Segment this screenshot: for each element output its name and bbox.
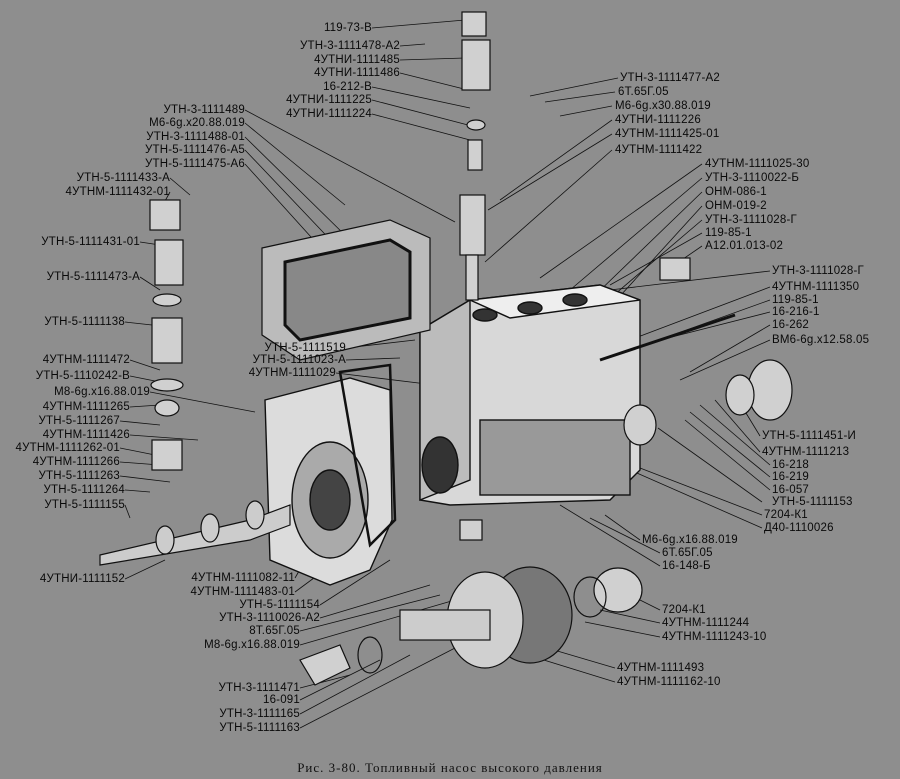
labels_right-label-18: ВМ6-6g.x12.58.05 <box>772 334 870 346</box>
labels_right-label-9: ОНМ-019-2 <box>705 200 767 212</box>
labels_right-label-19: УТН-5-1111451-И <box>762 430 856 442</box>
labels_bottom-label-6: УТН-3-1111471 <box>218 682 300 694</box>
labels_right-label-29: 16-148-Б <box>662 560 711 572</box>
labels_right-label-33: 4УТНМ-1111493 <box>617 662 705 674</box>
labels_right-label-12: А12.01.013-02 <box>705 240 784 252</box>
leader-lines <box>119 19 771 729</box>
right-parts <box>459 257 793 618</box>
labels_right-label-21: 16-218 <box>772 459 810 471</box>
labels_right-label-4: 4УТНМ-1111425-01 <box>615 128 720 140</box>
labels_right-label-31: 4УТНМ-1111244 <box>662 617 750 629</box>
labels_left-label-22: 4УТНМ-1111426 <box>42 429 130 441</box>
labels_left-label-0: 119-73-В <box>323 22 372 34</box>
labels_bottom-label-1: 4УТНМ-1111483-01 <box>190 586 295 598</box>
valve-column <box>459 11 491 301</box>
labels_left-label-16: УТН-5-1111138 <box>44 316 125 328</box>
labels_bottom-label-4: 8Т.65Г.05 <box>249 625 300 637</box>
labels_bottom-label-5: М8-6g.x16.88.019 <box>204 639 300 651</box>
labels_right-label-1: 6Т.65Г.05 <box>618 86 669 98</box>
labels_right-label-5: 4УТНМ-1111422 <box>615 144 703 156</box>
labels_right-label-24: УТН-5-1111153 <box>772 496 853 508</box>
coupling-hub <box>299 566 573 686</box>
labels_left-label-14: УТН-5-1111431-01 <box>41 236 140 248</box>
labels_left-label-8: М6-6g.x20.88.019 <box>149 117 245 129</box>
labels_bottom-label-2: УТН-5-1111154 <box>239 599 320 611</box>
labels_left-label-25: УТН-5-1111263 <box>38 470 120 482</box>
top-cover <box>261 219 431 361</box>
labels_bottom-label-8: УТН-3-1111165 <box>219 708 300 720</box>
labels_left-label-26: УТН-5-1111264 <box>43 484 125 496</box>
figure-caption: Рис. 3-80. Топливный насос высокого давл… <box>297 760 603 775</box>
labels_left-label-13: 4УТНМ-1111432-01 <box>65 186 170 198</box>
camshaft <box>99 500 291 566</box>
labels_right-label-23: 16-057 <box>772 484 810 496</box>
labels_left-label-10: УТН-5-1111476-А5 <box>145 144 245 156</box>
labels_left-label-24: 4УТНМ-1111266 <box>32 456 120 468</box>
labels_right-label-28: 6Т.65Г.05 <box>662 547 713 559</box>
labels_left-label-31: 4УТНМ-1111029 <box>248 367 336 379</box>
labels_left-label-28: 4УТНИ-1111152 <box>39 573 125 585</box>
labels_right-label-10: УТН-3-1111028-Г <box>705 214 797 226</box>
labels_right-label-17: 16-262 <box>772 319 810 331</box>
labels_right-label-16: 16-216-1 <box>772 306 820 318</box>
labels_right-label-0: УТН-3-1111477-А2 <box>620 72 720 84</box>
labels_right-label-20: 4УТНМ-1111213 <box>762 446 850 458</box>
labels_left-label-19: М8-6g.x16.88.019 <box>54 386 150 398</box>
labels_left-label-15: УТН-5-1111473-А <box>46 271 140 283</box>
labels_right-label-26: Д40-1110026 <box>764 522 834 534</box>
labels_left-label-9: УТН-3-1111488-01 <box>146 131 245 143</box>
labels_left-label-4: 16-212-В <box>323 81 372 93</box>
labels_right-label-11: 119-85-1 <box>705 227 752 239</box>
labels_left-label-6: 4УТНИ-1111224 <box>286 108 372 120</box>
pump-housing <box>419 284 641 506</box>
labels_left-label-5: 4УТНИ-1111225 <box>286 94 372 106</box>
labels_left-label-2: 4УТНИ-1111485 <box>314 54 400 66</box>
labels_right-label-7: УТН-3-1110022-Б <box>705 172 800 184</box>
labels_right-label-3: 4УТНИ-1111226 <box>615 114 701 126</box>
front-flange <box>264 363 397 586</box>
labels_right-label-25: 7204-К1 <box>764 509 808 521</box>
labels_right-label-13: УТН-3-1111028-Г <box>772 265 864 277</box>
labels_right-label-32: 4УТНМ-1111243-10 <box>662 631 767 643</box>
labels_right-label-22: 16-219 <box>772 471 810 483</box>
labels_right-label-2: М6-6g.x30.88.019 <box>615 100 711 112</box>
labels_right-label-8: ОНМ-086-1 <box>705 186 767 198</box>
labels_left-label-30: УТН-5-1111023-А <box>252 354 346 366</box>
labels_left-label-18: УТН-5-1110242-В <box>35 370 130 382</box>
labels_bottom-label-9: УТН-5-1111163 <box>219 722 300 734</box>
labels_bottom-label-3: УТН-3-1110026-А2 <box>219 612 320 624</box>
labels_left-label-23: 4УТНМ-1111262-01 <box>15 442 120 454</box>
labels_right-label-30: 7204-К1 <box>662 604 706 616</box>
labels_left-label-17: 4УТНМ-1111472 <box>42 354 130 366</box>
labels_bottom-label-0: 4УТНМ-1111082-11 <box>191 572 295 584</box>
labels_right-label-34: 4УТНМ-1111162-10 <box>617 676 721 688</box>
labels_right-label-15: 119-85-1 <box>772 294 819 306</box>
labels_left-label-11: УТН-5-1111475-А6 <box>145 158 245 170</box>
labels_left-label-27: УТН-5-1111155 <box>44 499 125 511</box>
labels_left-label-3: 4УТНИ-1111486 <box>314 67 400 79</box>
pusher-column <box>149 199 184 471</box>
labels_left-label-12: УТН-5-1111433-А <box>76 172 170 184</box>
labels_left-label-21: УТН-5-1111267 <box>38 415 120 427</box>
labels_left-label-7: УТН-3-1111489 <box>163 104 245 116</box>
labels_right-label-14: 4УТНМ-1111350 <box>772 281 860 293</box>
labels_right-label-6: 4УТНМ-1111025-30 <box>705 158 810 170</box>
labels_left-label-20: 4УТНМ-1111265 <box>42 401 130 413</box>
labels_left-label-1: УТН-3-1111478-А2 <box>300 40 400 52</box>
labels_bottom-label-7: 16-091 <box>262 694 300 706</box>
labels_right-label-27: М6-6g.x16.88.019 <box>642 534 738 546</box>
labels_left-label-29: УТН-5-1111519 <box>264 342 346 354</box>
